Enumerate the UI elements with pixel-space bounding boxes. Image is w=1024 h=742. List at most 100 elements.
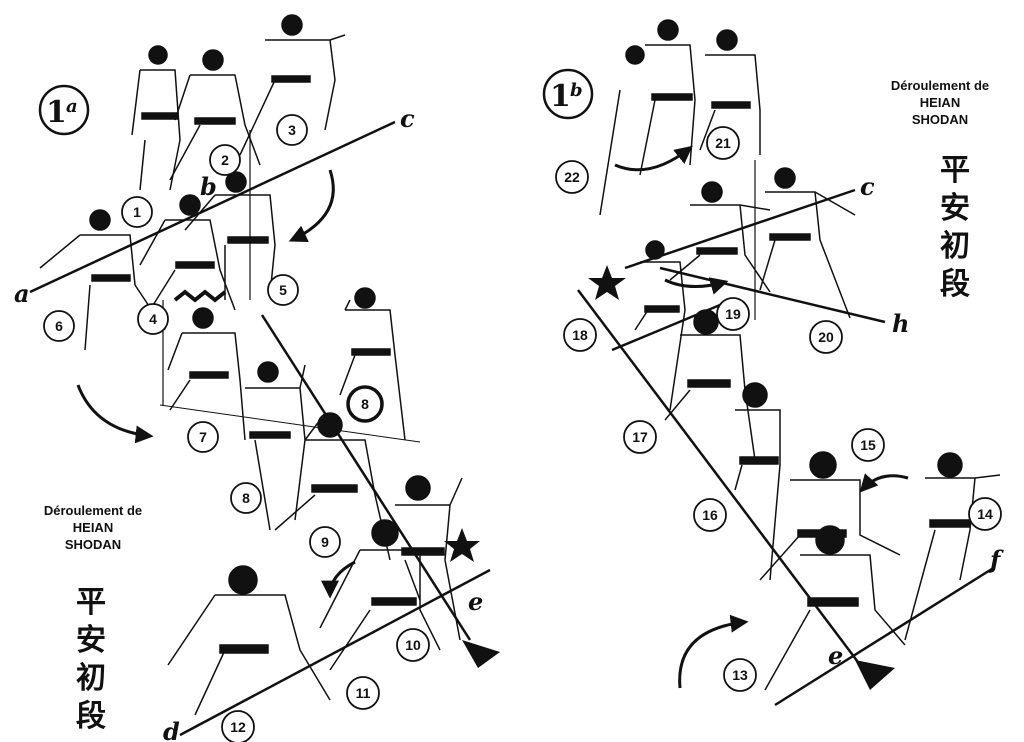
step-17: 17 (623, 420, 657, 454)
svg-text:12: 12 (230, 719, 246, 735)
step-20: 20 (809, 320, 843, 354)
letter-e: e (468, 587, 483, 616)
kiai-star-left (444, 528, 480, 562)
step-12: 12 (221, 710, 255, 742)
turn-arrow-left (76, 384, 154, 444)
svg-text:11: 11 (356, 685, 371, 701)
line-diagonal-main (260, 314, 472, 641)
svg-text:14: 14 (977, 506, 993, 522)
karateka-figures-right (599, 19, 1001, 691)
line-long-diagonal (577, 289, 871, 679)
turn-arrow-right (288, 169, 335, 242)
step-11: 11 (346, 676, 380, 710)
svg-text:20: 20 (818, 329, 834, 345)
step-markers-left: 1 2 3 4 5 6 7 8 8 9 10 11 12 (43, 114, 430, 742)
letter-a: a (14, 279, 30, 308)
step-13: 13 (723, 658, 757, 692)
step-10: 10 (396, 628, 430, 662)
direction-arrow-e-right (855, 660, 895, 690)
svg-text:13: 13 (732, 667, 748, 683)
letter-h: h (892, 309, 909, 338)
left-kanji-4: 段 (76, 699, 106, 734)
right-kanji-2: 安 (940, 191, 970, 226)
left-panel: 1 a a b c d e 1 2 3 4 5 6 7 8 8 9 10 11 … (14, 14, 500, 742)
step-4: 4 (137, 303, 169, 335)
step-markers-right: 13 14 15 16 17 18 19 20 21 22 (555, 126, 1002, 692)
direction-arrow-e (462, 640, 500, 668)
right-title-line3: SHODAN (912, 112, 968, 127)
letter-c-right: c (860, 172, 875, 201)
svg-text:19: 19 (725, 306, 741, 322)
badge-1a (38, 84, 90, 136)
svg-text:7: 7 (199, 429, 207, 445)
step-18: 18 (563, 318, 597, 352)
right-kanji-4: 段 (940, 267, 970, 302)
svg-text:10: 10 (405, 637, 421, 653)
turn-arrow-small (321, 560, 356, 599)
turn-arrow-22 (614, 145, 693, 172)
badge-1a-main: 1 (46, 95, 67, 130)
svg-text:21: 21 (715, 135, 731, 151)
svg-text:17: 17 (632, 429, 648, 445)
svg-text:15: 15 (860, 437, 876, 453)
letter-f: f (988, 545, 1004, 574)
letter-c: c (400, 104, 415, 133)
step-15: 15 (851, 428, 885, 462)
svg-text:2: 2 (221, 152, 229, 168)
right-title-line2: HEIAN (920, 95, 960, 110)
line-h (659, 266, 886, 324)
letter-b: b (200, 172, 217, 201)
svg-text:3: 3 (288, 122, 296, 138)
svg-text:5: 5 (279, 282, 287, 298)
letter-e-right: e (828, 641, 843, 670)
step-8: 8 (230, 482, 262, 514)
turn-arrow-13 (678, 614, 749, 689)
badge-1b (542, 68, 594, 120)
left-kanji-1: 平 (76, 585, 106, 620)
left-title-line3: SHODAN (65, 537, 121, 552)
step-21: 21 (706, 126, 740, 160)
step-14: 14 (968, 497, 1002, 531)
svg-text:1: 1 (133, 204, 141, 220)
step-3: 3 (276, 114, 308, 146)
line-horizontal-floor (159, 404, 421, 443)
right-kanji-1: 平 (940, 153, 970, 188)
badge-1b-sub: b (570, 80, 583, 101)
step-9: 9 (309, 526, 341, 558)
karateka-figures-left (39, 14, 463, 716)
badge-1a-sub: a (66, 96, 78, 117)
svg-text:4: 4 (149, 311, 157, 327)
left-title-line2: HEIAN (73, 520, 113, 535)
step-8-small: 8 (346, 385, 384, 423)
step-7: 7 (187, 421, 219, 453)
svg-text:18: 18 (572, 327, 588, 343)
kiai-star-right (588, 265, 626, 300)
svg-text:16: 16 (702, 507, 718, 523)
turn-arrow-19 (664, 277, 729, 295)
step-5: 5 (267, 274, 299, 306)
line-f (774, 565, 996, 707)
line-a (29, 120, 396, 294)
step-2: 2 (209, 144, 241, 176)
step-19: 19 (716, 297, 750, 331)
svg-text:8: 8 (361, 396, 369, 412)
step-16: 16 (693, 498, 727, 532)
step-6: 6 (43, 310, 75, 342)
turn-arrow-15 (859, 473, 909, 493)
svg-text:22: 22 (564, 169, 580, 185)
svg-text:9: 9 (321, 534, 329, 550)
right-title-line1: Déroulement de (891, 78, 989, 93)
left-kanji-3: 初 (76, 661, 106, 696)
svg-text:6: 6 (55, 318, 63, 334)
svg-text:8: 8 (242, 490, 250, 506)
left-title-line1: Déroulement de (44, 503, 142, 518)
step-22: 22 (555, 160, 589, 194)
line-d (179, 568, 491, 737)
right-kanji-3: 初 (940, 229, 970, 264)
right-panel: 1 b c h f e 13 14 15 16 17 18 19 20 21 2… (542, 19, 1004, 707)
left-kanji-2: 安 (76, 623, 106, 658)
letter-d: d (163, 717, 180, 742)
badge-1b-main: 1 (550, 79, 571, 114)
step-1: 1 (121, 196, 153, 228)
